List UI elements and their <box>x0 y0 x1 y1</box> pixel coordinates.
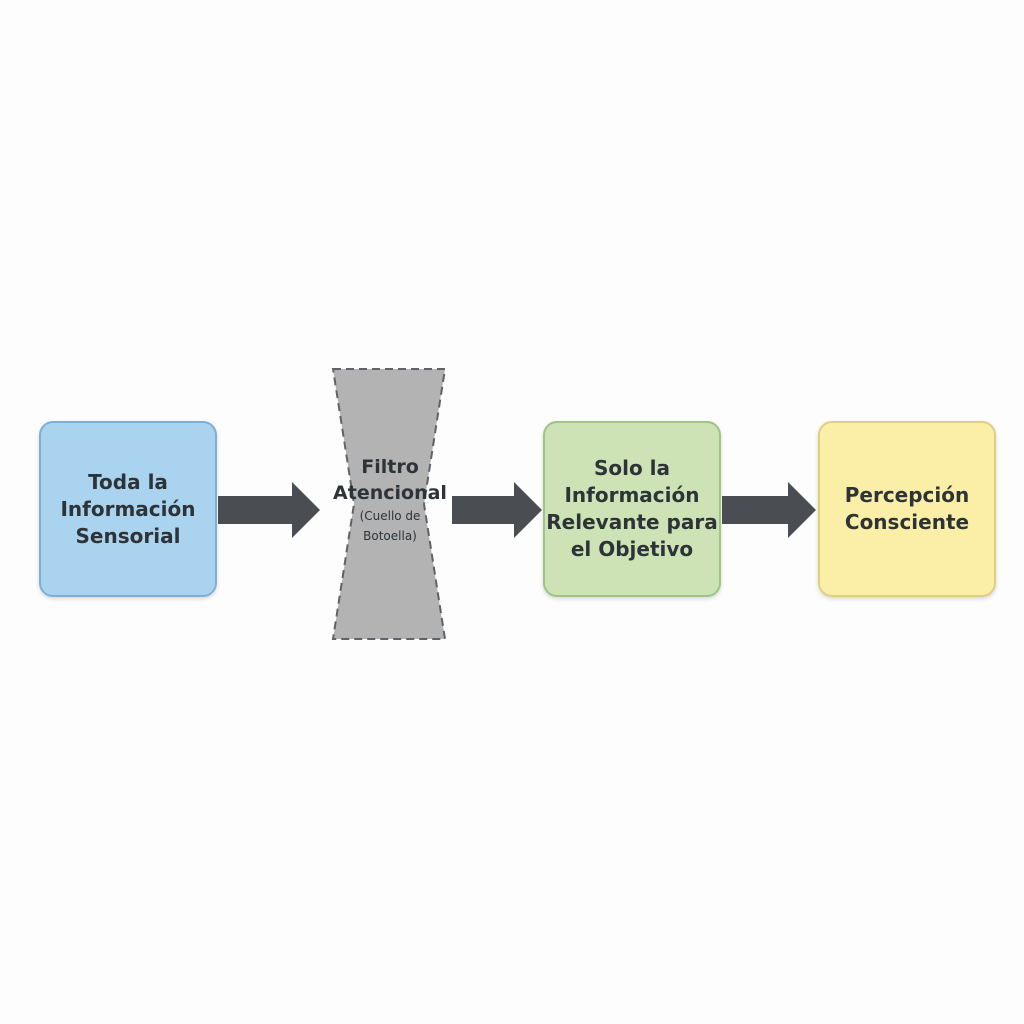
sensory-node-line-2: Información <box>60 496 196 521</box>
arrow-shape <box>722 482 816 538</box>
relevant-node-line-3: Relevante para <box>546 510 718 534</box>
relevant-node-line-4: el Objetivo <box>570 537 694 561</box>
bottleneck-polygon <box>331 368 447 640</box>
perception-node-line-1: Percepción <box>844 483 970 507</box>
conscious-perception-node: Percepción Consciente <box>818 421 996 597</box>
arrow-filter-to-relevant <box>452 482 542 538</box>
arrow-shape <box>452 482 542 538</box>
filter-title-line-2: Atencional <box>333 482 447 504</box>
perception-node-line-2: Consciente <box>844 510 970 534</box>
relevant-node-line-2: Información <box>564 483 700 507</box>
filter-subtitle-line-2: Botoella) <box>363 529 417 543</box>
filter-title-line-1: Filtro <box>361 456 419 478</box>
attentional-filter-bottleneck-shape <box>331 368 447 640</box>
relevant-node-line-1: Solo la <box>593 456 671 480</box>
sensory-node-line-1: Toda la <box>88 469 168 494</box>
sensory-information-node: Toda la Información Sensorial <box>39 421 217 597</box>
attentional-filter-node: Filtro Atencional (Cuello de Botoella) <box>328 454 452 546</box>
arrow-shape <box>218 482 320 538</box>
arrow-sensory-to-filter <box>218 482 320 538</box>
filter-subtitle-line-1: (Cuello de <box>359 509 421 523</box>
sensory-node-line-3: Sensorial <box>75 523 181 548</box>
arrow-relevant-to-perception <box>722 482 816 538</box>
relevant-information-node: Solo la Información Relevante para el Ob… <box>543 421 721 597</box>
